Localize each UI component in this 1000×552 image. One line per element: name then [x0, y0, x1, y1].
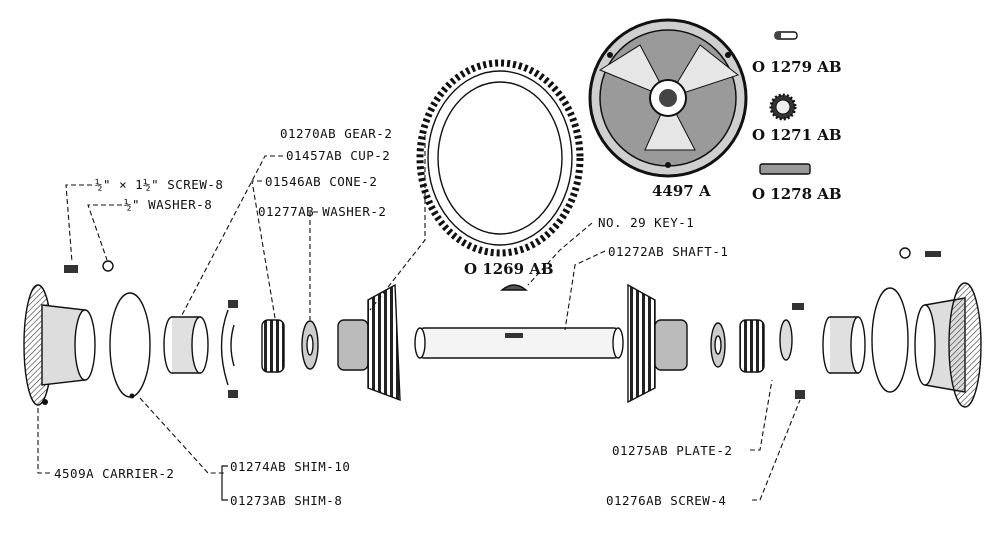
right-bevel-gear: [627, 283, 688, 404]
part-number-pinion: O 1271 AB: [752, 126, 842, 144]
right-plate: [779, 303, 805, 399]
left-carrier: [23, 284, 96, 406]
right-carrier: [899, 247, 982, 408]
label-washer-2: 01277AB WASHER-2: [258, 204, 386, 219]
part-number-ring-gear: O 1269 AB: [464, 260, 554, 278]
label-cup-2: 01457AB CUP-2: [286, 148, 390, 163]
label-plate-2: 01275AB PLATE-2: [612, 443, 732, 458]
label-screw-8: ½" × 1½" SCREW-8: [95, 177, 223, 192]
label-shim-8: 01273AB SHIM-8: [230, 493, 342, 508]
label-cone-2: 01546AB CONE-2: [265, 174, 377, 189]
left-cup: [163, 316, 209, 374]
ring-gear: [416, 59, 584, 257]
differential-case: [588, 18, 748, 178]
left-plate: [220, 300, 238, 398]
right-cup: [822, 316, 866, 374]
bolt-part: [774, 31, 798, 40]
pin-part: [759, 163, 811, 175]
leader-lines: [37, 135, 801, 501]
left-bevel-gear: [337, 283, 401, 402]
label-carrier-2: 4509A CARRIER-2: [54, 466, 174, 481]
right-cone-bearing: [739, 319, 765, 373]
right-shim: [871, 287, 909, 393]
screw-and-washer-parts: [64, 260, 114, 273]
part-number-pin: O 1278 AB: [752, 185, 842, 203]
label-shim-10: 01274AB SHIM-10: [230, 459, 350, 474]
right-washer: [710, 322, 726, 368]
pinion-gear-part: [769, 93, 797, 121]
part-number-case: 4497 A: [652, 182, 711, 200]
cross-shaft: [414, 327, 624, 359]
label-shaft-1: 01272AB SHAFT-1: [608, 244, 728, 259]
label-gear-2: 01270AB GEAR-2: [280, 126, 392, 141]
label-washer-8: ½" WASHER-8: [124, 197, 212, 212]
left-shim: [109, 292, 151, 399]
left-cone-bearing: [261, 319, 285, 373]
label-screw-4: 01276AB SCREW-4: [606, 493, 726, 508]
left-washer: [301, 320, 319, 370]
key-part: [500, 284, 528, 291]
part-number-bolt: O 1279 AB: [752, 58, 842, 76]
label-key-1: NO. 29 KEY-1: [598, 215, 694, 230]
